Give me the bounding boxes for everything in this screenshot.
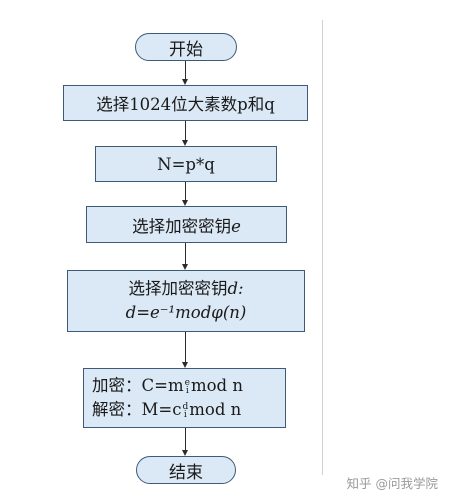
arrow-step5-to-end (182, 428, 188, 456)
step2-node: N=p*q (95, 146, 277, 182)
decrypt-sup: d (182, 401, 189, 412)
step4-formula: d=e⁻¹modφ(n) (125, 303, 247, 322)
end-label: 结束 (169, 462, 203, 483)
encrypt-formula-right: mod n (190, 376, 243, 395)
frame-divider (322, 20, 323, 475)
start-label: 开始 (169, 39, 203, 60)
end-node: 结束 (136, 456, 236, 484)
step3-label: 选择加密密钥 (132, 216, 232, 236)
arrow-step1-to-step2 (182, 121, 188, 146)
step2-label: N=p*q (157, 154, 215, 174)
encrypt-sub: i (185, 385, 189, 396)
watermark: 知乎 @问我学院 (346, 476, 438, 491)
step1-node: 选择1024位大素数p和q (63, 85, 308, 121)
encrypt-sup: e (184, 377, 190, 388)
decrypt-formula-right: mod n (189, 400, 242, 419)
arrow-step4-to-step5 (182, 332, 188, 368)
encrypt-label: 加密： (92, 376, 142, 395)
step4-node: 选择加密密钥d: d=e⁻¹modφ(n) (67, 270, 305, 332)
decrypt-label: 解密： (92, 400, 142, 419)
arrow-step2-to-step3 (182, 182, 188, 206)
step3-node: 选择加密密钥e (86, 206, 287, 243)
start-node: 开始 (135, 33, 237, 61)
encrypt-formula-left: C=m (141, 376, 184, 395)
decrypt-formula-left: M=c (141, 400, 182, 419)
step4-line1-label: 选择加密密钥 (128, 279, 228, 298)
decrypt-sub: i (183, 409, 187, 420)
step3-var: e (231, 216, 241, 236)
arrow-step3-to-step4 (182, 243, 188, 270)
step4-line1-var: d: (227, 279, 244, 298)
arrow-start-to-step1 (182, 61, 188, 85)
step1-label: 选择1024位大素数p和q (96, 95, 275, 114)
